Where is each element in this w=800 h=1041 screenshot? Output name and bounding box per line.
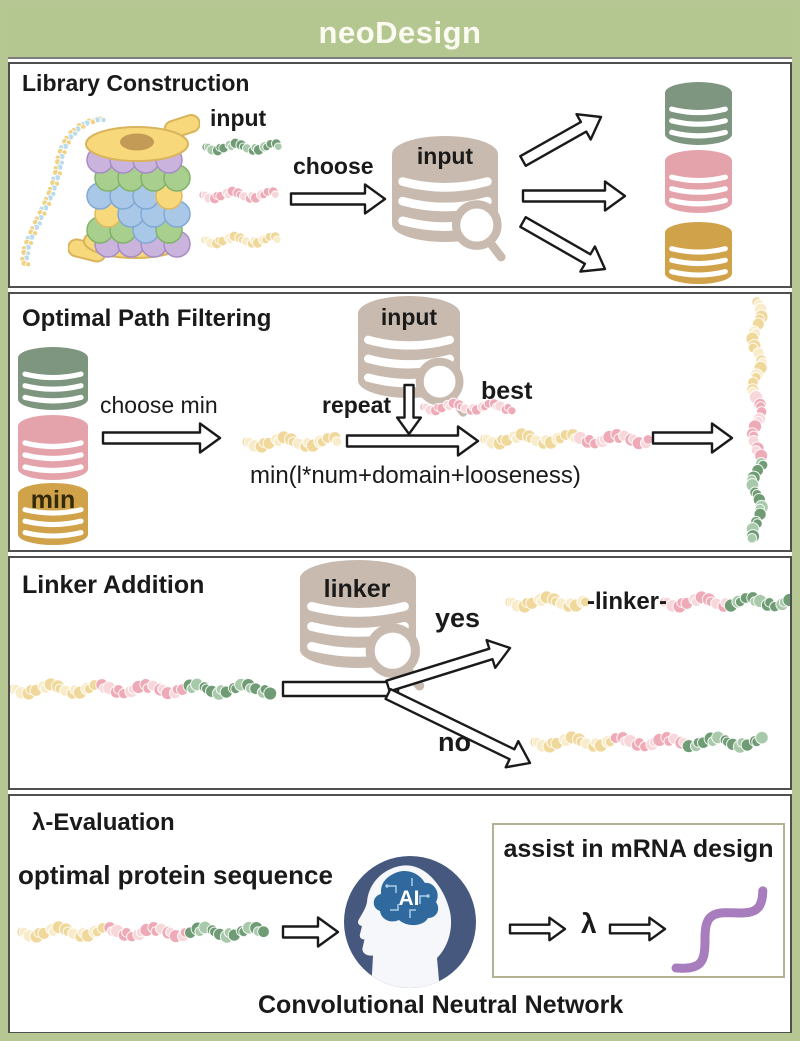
figure-title: neoDesign <box>318 14 482 50</box>
panel-lambda-evaluation: AI λ-Evaluation optimal protein sequence… <box>8 794 792 1034</box>
linker-addition-graphics <box>10 560 790 769</box>
optimal-path-filtering-graphics <box>18 296 769 545</box>
figure-header: neoDesign <box>8 8 792 59</box>
ai-label: AI <box>399 887 420 910</box>
circuit-lines <box>387 878 428 918</box>
panel1-title: Library Construction <box>22 70 250 96</box>
panel-optimal-path-filtering: Optimal Path Filtering choose min min in… <box>8 292 792 552</box>
repeat-label: repeat <box>322 392 392 418</box>
library-construction-graphics <box>19 82 732 284</box>
best-label: best <box>481 377 533 405</box>
panel-linker-addition: Linker Addition linker yes no -linker- <box>8 556 792 790</box>
panel3-title: Linker Addition <box>22 571 205 599</box>
input-db-label-2: input <box>380 304 438 330</box>
brain-shape <box>373 871 439 926</box>
panel-library-construction: Library Construction input choose input <box>8 62 792 288</box>
mrna-design-box <box>492 823 785 978</box>
choose-min-label: choose min <box>100 392 218 418</box>
yes-label: yes <box>435 603 481 633</box>
lambda-symbol: λ <box>581 908 597 939</box>
input-chains-label: input <box>210 105 267 131</box>
ai-brain-head-icon: AI <box>344 856 476 988</box>
choose-label: choose <box>293 153 374 179</box>
linker-db-label: linker <box>323 575 391 603</box>
circuit-node <box>426 894 430 898</box>
mrna-box-title: assist in mRNA design <box>503 835 774 863</box>
no-label: no <box>438 727 471 757</box>
optimal-protein-sequence-label: optimal protein sequence <box>18 860 333 890</box>
circuit-node <box>385 884 389 888</box>
lambda-evaluation-graphics <box>16 886 768 973</box>
min-db-label: min <box>30 486 76 514</box>
input-db-label: input <box>416 143 474 169</box>
protein-spool-icon <box>68 114 200 263</box>
panel4-title: λ-Evaluation <box>32 809 175 836</box>
cnn-label: Convolutional Neutral Network <box>258 991 624 1019</box>
panel2-title: Optimal Path Filtering <box>22 305 272 332</box>
min-formula: min(l*num+domain+looseness) <box>250 462 581 489</box>
linker-insert-text: -linker- <box>587 588 668 615</box>
